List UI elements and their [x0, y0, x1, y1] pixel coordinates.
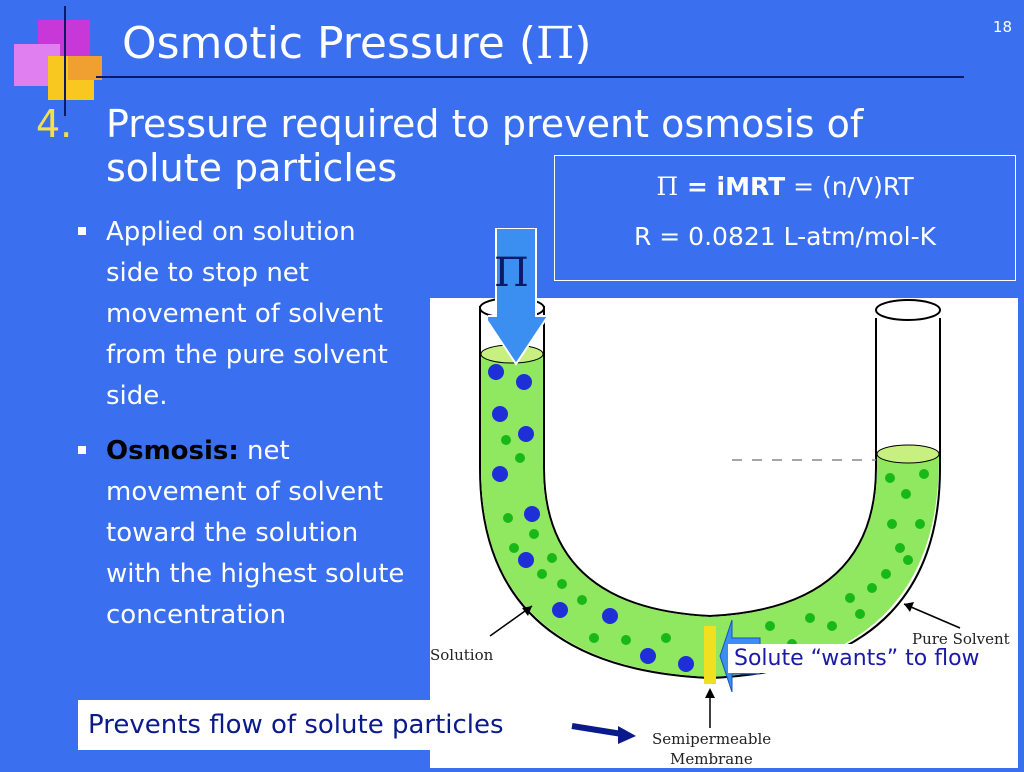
label-solution: Solution	[430, 646, 494, 664]
bullet-item: Applied on solution side to stop net mov…	[78, 212, 408, 417]
bullet-list: Applied on solution side to stop net mov…	[78, 212, 408, 650]
gas-constant: R = 0.0821 L-atm/mol-K	[633, 222, 937, 251]
bullet-item: Osmosis: net movement of solvent toward …	[78, 431, 408, 636]
prevents-flow-label: Prevents flow of solute particles	[78, 700, 578, 750]
u-tube-svg: Solution Pure Solvent Semipermeable Memb…	[430, 297, 1010, 768]
decor-vertical-rule	[64, 6, 66, 116]
label-membrane-1: Semipermeable	[652, 730, 771, 748]
formula-box: Π = iMRT = (n/V)RT R = 0.0821 L-atm/mol-…	[554, 155, 1016, 281]
page-title: Osmotic Pressure (Π)	[122, 18, 592, 69]
pi-symbol: Π	[494, 250, 529, 296]
heading-line-1: Pressure required to prevent osmosis of	[106, 102, 864, 146]
wants-to-flow-label: Solute “wants” to flow	[728, 644, 986, 673]
heading-line-2: solute particles	[106, 146, 398, 190]
formula-equation: Π = iMRT = (n/V)RT	[656, 172, 914, 201]
label-membrane-2: Membrane	[670, 750, 753, 768]
page-number: 18	[992, 18, 1012, 36]
label-pure-solvent: Pure Solvent	[912, 630, 1010, 648]
u-tube-diagram: Solution Pure Solvent Semipermeable Memb…	[430, 297, 1018, 768]
pressure-arrow	[488, 228, 550, 366]
title-underline	[96, 76, 964, 78]
prevents-arrow	[571, 723, 636, 744]
heading-number: 4.	[36, 102, 73, 146]
section-heading: 4. Pressure required to prevent osmosis o…	[36, 102, 863, 190]
